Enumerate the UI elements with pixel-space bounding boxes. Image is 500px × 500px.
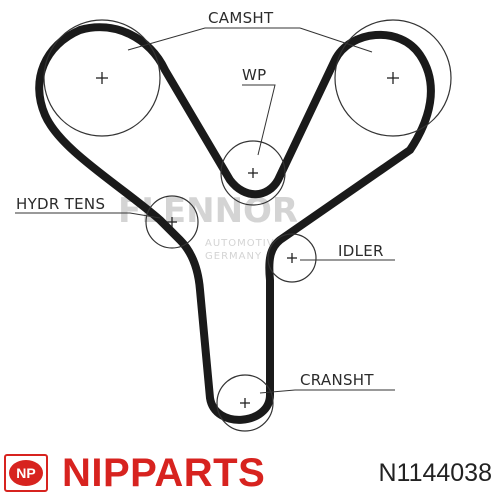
water-pump-pulley xyxy=(220,140,286,206)
logo-text: NP xyxy=(16,465,35,481)
leader-hydr-tens xyxy=(15,212,161,219)
label-camsht: CAMSHT xyxy=(208,9,274,27)
brand-name: NIPPARTS xyxy=(62,451,266,495)
leader-lines xyxy=(15,27,395,394)
footer-bar: NP NIPPARTS N1144038 xyxy=(0,448,500,500)
watermark-line2: GERMANY xyxy=(205,251,262,262)
part-number: N1144038 xyxy=(378,459,492,487)
idler-pulley xyxy=(267,233,317,283)
leader-camsht-right xyxy=(299,27,373,53)
label-idler: IDLER xyxy=(338,242,384,260)
plus-icon xyxy=(287,253,297,263)
plus-icon xyxy=(96,72,108,84)
watermark-line1: AUTOMOTIVE xyxy=(205,238,282,249)
camshaft-pulley-right xyxy=(334,19,452,137)
leader-camsht-left xyxy=(127,27,300,51)
hydraulic-tensioner-pulley xyxy=(145,195,199,249)
plus-icon xyxy=(240,398,250,408)
label-cransht: CRANSHT xyxy=(300,371,374,389)
plus-icon xyxy=(167,217,177,227)
camshaft-pulley-left xyxy=(43,19,161,137)
plus-icon xyxy=(387,72,399,84)
leader-wp xyxy=(242,84,276,156)
leader-cransht xyxy=(259,389,395,394)
crankshaft-pulley xyxy=(216,374,274,432)
timing-belt xyxy=(35,23,435,424)
np-badge-icon: NP xyxy=(4,454,48,492)
label-wp: WP xyxy=(242,66,266,84)
label-hydr-tens: HYDR TENS xyxy=(16,195,105,213)
plus-icon xyxy=(248,168,258,178)
